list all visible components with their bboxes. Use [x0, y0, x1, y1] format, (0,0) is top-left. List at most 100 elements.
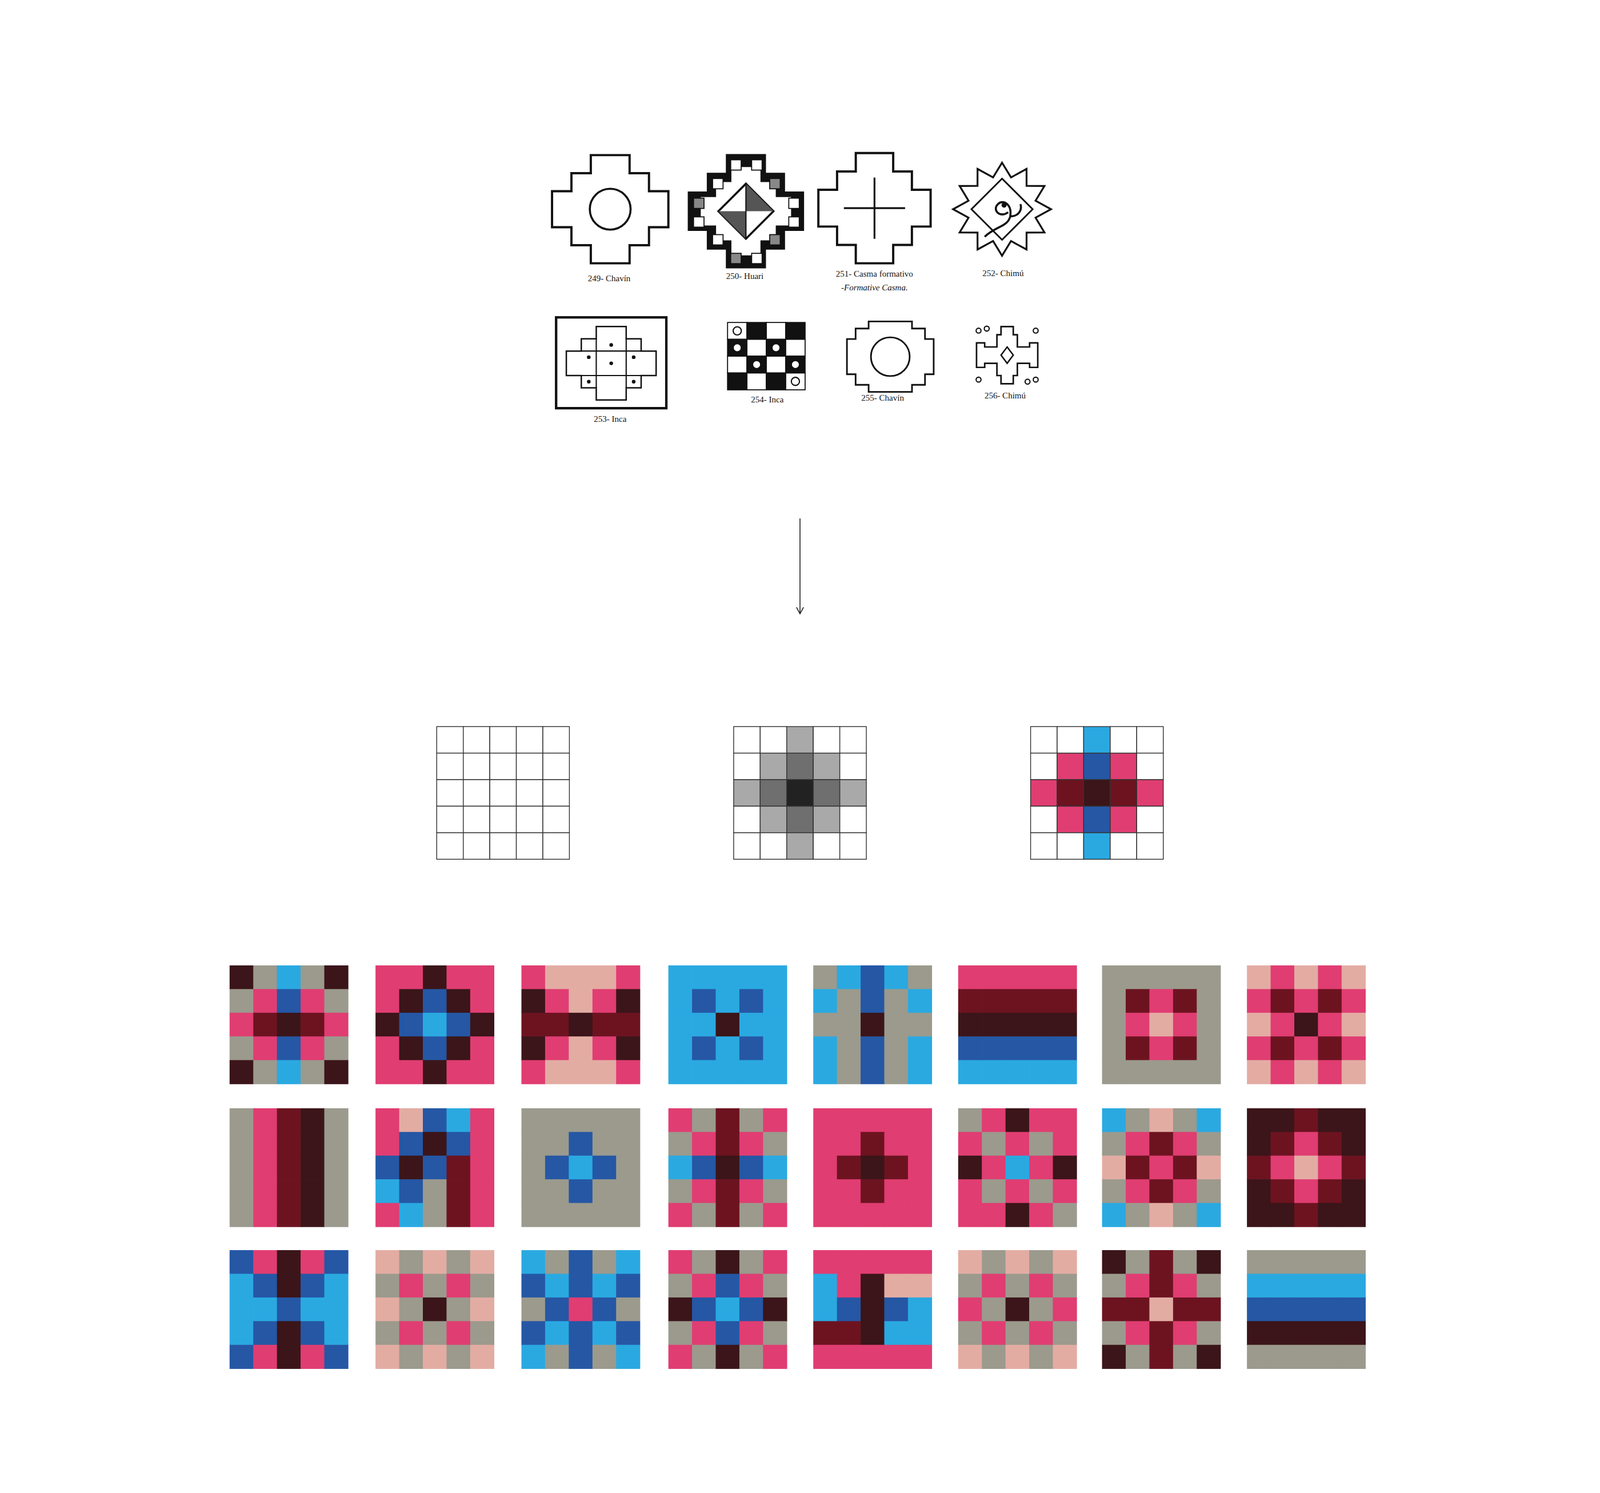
tile-cell — [375, 965, 400, 990]
pattern-tile — [668, 1108, 788, 1227]
tile-cell — [692, 1131, 716, 1156]
tile-cell — [422, 1202, 447, 1227]
grid-cell — [1110, 832, 1137, 859]
tile-cell — [762, 1320, 787, 1345]
grid-cell — [1136, 805, 1163, 832]
checker-square — [693, 198, 704, 209]
checker-cell — [727, 373, 747, 390]
tile-cell — [716, 988, 740, 1013]
tile-cell — [616, 1108, 640, 1132]
tile-cell — [470, 1131, 495, 1156]
grid-cell — [760, 726, 787, 753]
tile-cell — [277, 1202, 302, 1227]
tile-cell — [446, 1202, 471, 1227]
grid-cell — [840, 753, 867, 780]
checker-cell — [785, 339, 806, 356]
tile-cell — [470, 1178, 495, 1203]
tile-cell — [813, 1320, 838, 1345]
tile-cell — [1125, 1273, 1150, 1298]
small-cross — [976, 326, 1038, 384]
tile-cell — [324, 1249, 349, 1274]
grid-cell — [786, 832, 814, 859]
tile-cell — [981, 1297, 1006, 1322]
pattern-tile — [229, 1249, 349, 1369]
tile-cell — [1341, 1131, 1366, 1156]
tile-cell — [470, 1320, 495, 1345]
tile-cell — [1102, 1297, 1127, 1322]
tile-cell — [1102, 1344, 1127, 1369]
tile-cell — [1173, 1131, 1198, 1156]
tile-cell — [253, 1178, 278, 1203]
tile-cell — [568, 1202, 593, 1227]
tile-cell — [616, 965, 640, 990]
tile-cell — [375, 1249, 400, 1274]
tile-cell — [813, 1060, 838, 1084]
tile-cell — [860, 1202, 885, 1227]
pattern-tiles — [229, 965, 1366, 1369]
tile-cell — [1246, 1320, 1271, 1345]
tile-cell — [375, 1108, 400, 1132]
tile-cell — [860, 1344, 885, 1369]
checker-square — [788, 216, 799, 227]
tile-cell — [1270, 1202, 1295, 1227]
tile-cell — [716, 1012, 740, 1037]
tile-cell — [399, 1155, 424, 1180]
tile-cell — [813, 1297, 838, 1322]
grid-cell — [1110, 753, 1137, 780]
tile-cell — [1196, 1297, 1221, 1322]
tile-cell — [277, 1178, 302, 1203]
tile-cell — [277, 1060, 302, 1084]
tile-cell — [375, 1155, 400, 1180]
tile-cell — [521, 1036, 546, 1060]
tile-cell — [616, 1012, 640, 1037]
grid-cell — [436, 726, 463, 753]
grid-cell — [1057, 832, 1084, 859]
tile-cell — [908, 1036, 932, 1060]
tile-cell — [762, 1036, 787, 1060]
tile-cell — [592, 1273, 617, 1298]
tile-cell — [446, 1249, 471, 1274]
tile-cell — [692, 1155, 716, 1180]
chakana-outline — [552, 154, 669, 263]
tile-cell — [668, 1036, 693, 1060]
tile-cell — [545, 965, 570, 990]
tile-cell — [375, 1036, 400, 1060]
tile-cell — [545, 1131, 570, 1156]
tile-cell — [668, 1060, 693, 1084]
tile-cell — [229, 1012, 254, 1037]
tile-cell — [668, 1273, 693, 1298]
tile-cell — [545, 1320, 570, 1345]
tile-cell — [446, 1320, 471, 1345]
tile-cell — [1005, 1344, 1030, 1369]
tile-cell — [1053, 965, 1078, 990]
tile-cell — [616, 1320, 640, 1345]
grid-cell — [516, 832, 543, 859]
grid-cell — [1110, 805, 1137, 832]
tile-cell — [716, 1108, 740, 1132]
tile-cell — [884, 1060, 909, 1084]
tile-cell — [229, 1108, 254, 1132]
tile-cell — [229, 1273, 254, 1298]
tile-cell — [521, 1155, 546, 1180]
tile-cell — [545, 1012, 570, 1037]
tile-cell — [1125, 1320, 1150, 1345]
grid-cell — [813, 779, 840, 806]
grid-cell — [542, 832, 570, 859]
figure-caption: 256- Chimú — [984, 390, 1026, 401]
tile-cell — [884, 1036, 909, 1060]
tile-cell — [1341, 1344, 1366, 1369]
tile-cell — [958, 965, 983, 990]
tile-cell — [521, 1108, 546, 1132]
tile-cell — [1246, 1108, 1271, 1132]
tile-cell — [568, 965, 593, 990]
tile-cell — [1317, 1155, 1342, 1180]
tile-cell — [300, 1036, 325, 1060]
tile-cell — [837, 1060, 862, 1084]
tile-cell — [1341, 1178, 1366, 1203]
tile-cell — [668, 1131, 693, 1156]
tile-cell — [399, 1036, 424, 1060]
tile-cell — [253, 1012, 278, 1037]
tile-cell — [592, 1060, 617, 1084]
tile-cell — [1196, 1036, 1221, 1060]
